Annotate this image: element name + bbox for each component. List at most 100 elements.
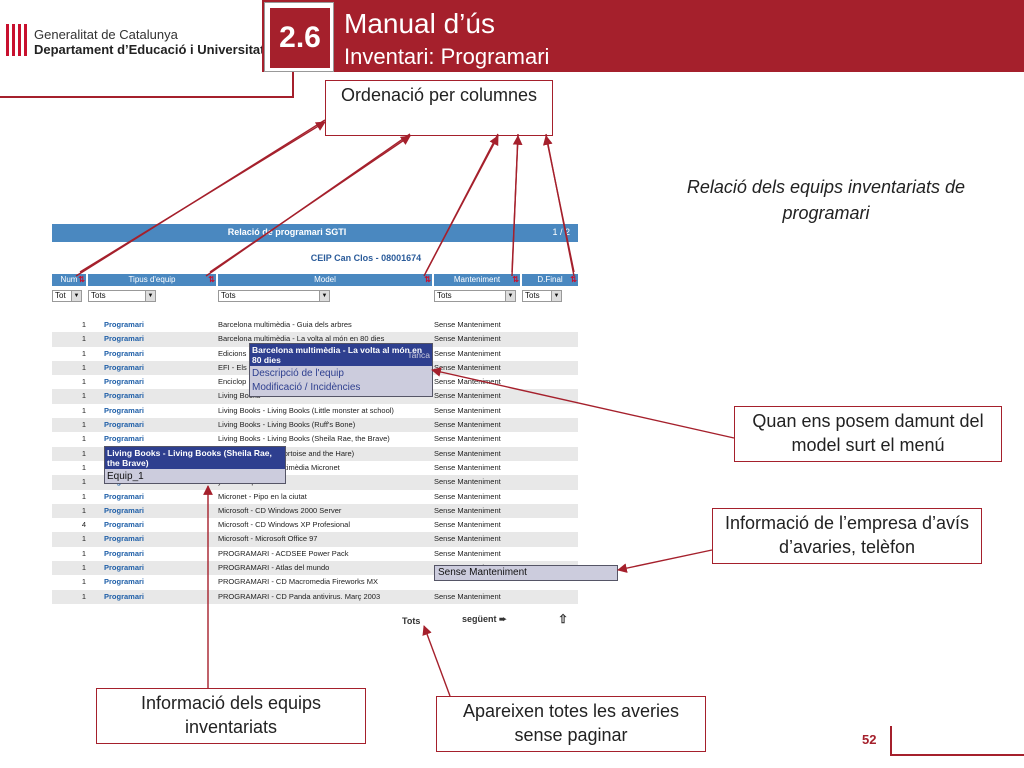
sort-icon[interactable]: ⇅	[78, 275, 85, 284]
row-model[interactable]: Micronet - Pipo en la ciutat	[218, 491, 307, 501]
row-model[interactable]: PROGRAMARI - ACDSEE Power Pack	[218, 548, 349, 558]
callout-menu: Quan ens posem damunt del model surt el …	[734, 406, 1002, 462]
callout-all: Apareixen totes les averies sense pagina…	[436, 696, 706, 752]
row-num: 1	[81, 448, 86, 458]
row-tipus-link[interactable]: Programari	[104, 491, 145, 501]
row-tipus-link[interactable]: Programari	[104, 534, 145, 544]
row-model[interactable]: Microsoft - CD Windows 2000 Server	[218, 505, 342, 515]
caption: Relació dels equips inventariats de prog…	[686, 177, 966, 223]
row-maintenance: Sense Manteniment	[434, 348, 501, 358]
row-model[interactable]: Living Books - Living Books (Ruff's Bone…	[218, 420, 356, 430]
row-tipus-link[interactable]: Programari	[104, 320, 145, 329]
row-num: 1	[81, 591, 86, 601]
row-tipus-link[interactable]: Programari	[104, 420, 145, 430]
row-maintenance: Sense Manteniment	[434, 434, 501, 444]
equip-link[interactable]: Equip_1	[107, 471, 144, 482]
chevron-down-icon[interactable]: ▼	[551, 291, 561, 301]
column-header-num[interactable]: Num⇅	[52, 274, 86, 286]
close-button[interactable]: Tanca	[407, 350, 430, 360]
row-tipus-link[interactable]: Programari	[104, 362, 145, 372]
sort-icon[interactable]: ⇅	[570, 275, 577, 284]
row-model[interactable]: Living Books - Living Books (Sheila Rae,…	[218, 434, 390, 444]
row-tipus-link[interactable]: Programari	[104, 591, 145, 601]
arrow-menu	[431, 367, 735, 439]
row-maintenance: Sense Manteniment	[434, 520, 501, 530]
list-title-bar: Relació de programari SGTI 1 / 2	[52, 224, 578, 242]
generalitat-logo-icon	[6, 24, 28, 56]
column-header-dfinal[interactable]: D.Final⇅	[522, 274, 578, 286]
row-tipus-link[interactable]: Programari	[104, 348, 145, 358]
org-name: Generalitat de Catalunya	[34, 27, 178, 42]
row-num: 1	[81, 362, 86, 372]
row-model[interactable]: Barcelona multimèdia - La volta al món e…	[218, 334, 385, 344]
row-model[interactable]: Barcelona multimèdia - Guia dels arbres	[218, 320, 352, 329]
sort-icon[interactable]: ⇅	[512, 275, 519, 284]
maintenance-popup: Sense Manteniment	[434, 565, 618, 581]
row-model[interactable]: Microsoft - CD Windows XP Profesional	[218, 520, 350, 530]
department-name: Departament d’Educació i Universitats	[34, 42, 272, 57]
row-tipus-link[interactable]: Programari	[104, 563, 145, 573]
column-header-manteniment[interactable]: Manteniment⇅	[434, 274, 520, 286]
row-tipus-link[interactable]: Programari	[104, 577, 145, 587]
equip-popup: Living Books - Living Books (Sheila Rae,…	[104, 446, 286, 484]
row-tipus-link[interactable]: Programari	[104, 520, 145, 530]
row-model[interactable]: PROGRAMARI - Atlas del mundo	[218, 563, 330, 573]
row-num: 1	[81, 462, 86, 472]
chevron-down-icon[interactable]: ▼	[145, 291, 155, 301]
row-num: 1	[81, 377, 86, 387]
divider	[0, 96, 294, 98]
filter-manteniment[interactable]: Tots▼	[434, 290, 516, 302]
row-model[interactable]: Living Books (The Tortoise and the Hare)	[218, 448, 355, 458]
filter-model[interactable]: Tots▼	[218, 290, 330, 302]
row-model[interactable]: Microsoft - Microsoft Office 97	[218, 534, 318, 544]
callout-equips: Informació dels equips inventariats	[96, 688, 366, 744]
filter-num[interactable]: Tot▼	[52, 290, 82, 302]
row-model[interactable]: PROGRAMARI - CD Macromedia Fireworks MX	[218, 577, 379, 587]
row-maintenance: Sense Manteniment	[434, 505, 501, 515]
filter-dfinal[interactable]: Tots▼	[522, 290, 562, 302]
hover-menu: Barcelona multimèdia - La volta al món e…	[249, 343, 433, 397]
row-tipus-link[interactable]: Programari	[104, 434, 145, 444]
row-model[interactable]: Living Books - Living Books (Little mons…	[218, 405, 394, 415]
row-model[interactable]: Living Books	[218, 391, 261, 401]
row-tipus-link[interactable]: Programari	[104, 391, 145, 401]
row-maintenance: Sense Manteniment	[434, 491, 501, 501]
menu-item-description[interactable]: Descripció de l'equip	[252, 368, 344, 379]
row-model[interactable]: Edicions	[218, 348, 247, 358]
column-header-model[interactable]: Model⇅	[218, 274, 432, 286]
row-tipus-link[interactable]: Programari	[104, 548, 145, 558]
row-num: 1	[81, 420, 86, 430]
row-model[interactable]: PROGRAMARI - CD Panda antivirus. Març 20…	[218, 591, 381, 601]
row-model[interactable]: Enciclop	[218, 377, 247, 387]
chevron-down-icon[interactable]: ▼	[319, 291, 329, 301]
arrow-all	[422, 625, 451, 697]
row-tipus-link[interactable]: Programari	[104, 334, 145, 344]
column-header-tipus[interactable]: Tipus d'equip⇅	[88, 274, 216, 286]
row-tipus-link[interactable]: Programari	[104, 505, 145, 515]
row-model[interactable]: EFI - Els	[218, 362, 247, 372]
sort-icon[interactable]: ⇅	[208, 275, 215, 284]
row-num: 1	[81, 405, 86, 415]
row-maintenance: Sense Manteniment	[434, 391, 501, 401]
table-row: 1 Programari Living Books - Living Books (…	[52, 404, 578, 418]
page-title: Manual d’ús	[344, 8, 495, 39]
up-arrow-icon[interactable]: ⇧	[558, 612, 569, 626]
hover-menu-header: Barcelona multimèdia - La volta al món e…	[250, 344, 432, 366]
menu-item-modification[interactable]: Modificació / Incidències	[252, 382, 361, 393]
sort-icon[interactable]: ⇅	[424, 275, 431, 284]
all-button[interactable]: Tots	[402, 616, 421, 626]
table-row: 1 Programari Living Books - Living Books (…	[52, 418, 578, 433]
chevron-down-icon[interactable]: ▼	[505, 291, 515, 301]
row-tipus-link[interactable]: Programari	[104, 377, 145, 387]
pager: 1 / 2	[552, 227, 570, 237]
next-button[interactable]: següent ➨	[462, 614, 507, 624]
filter-tipus[interactable]: Tots▼	[88, 290, 156, 302]
chevron-down-icon[interactable]: ▼	[71, 291, 81, 301]
row-tipus-link[interactable]: Programari	[104, 405, 145, 415]
row-maintenance: Sense Manteniment	[434, 462, 501, 472]
